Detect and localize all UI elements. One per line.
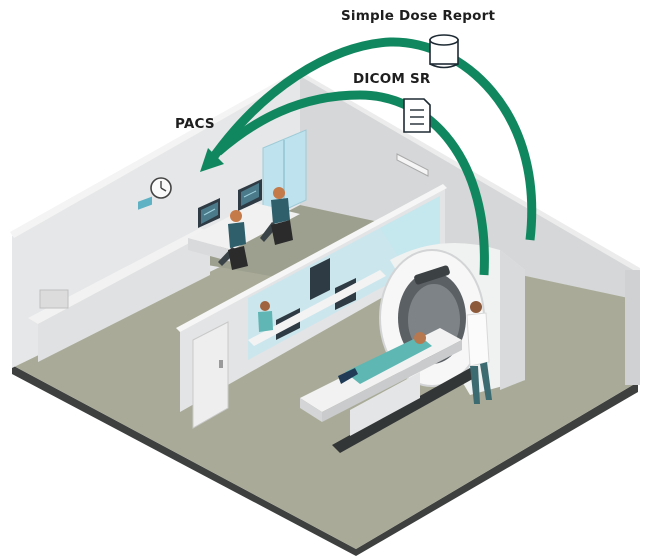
dicom-sr-arc xyxy=(215,90,489,276)
counter-tablet xyxy=(138,196,152,210)
partition-top xyxy=(176,184,447,332)
back-left-wall-top xyxy=(10,70,302,238)
simple-dose-report-label: Simple Dose Report xyxy=(341,8,496,24)
counter-device xyxy=(39,289,69,309)
monitor xyxy=(238,179,262,211)
operator-2 xyxy=(260,187,293,245)
arrowhead xyxy=(200,148,224,172)
console-monitors xyxy=(248,258,386,346)
door xyxy=(192,321,229,429)
patient xyxy=(338,332,432,384)
technician xyxy=(258,301,273,332)
database-icon xyxy=(429,34,459,69)
clock-icon xyxy=(150,177,172,199)
dose-report-arc xyxy=(206,37,537,241)
control-desk-front xyxy=(188,238,232,262)
vent xyxy=(396,153,429,177)
radiographer xyxy=(466,301,492,404)
monitor xyxy=(198,198,220,228)
dicom-sr-label: DICOM SR xyxy=(353,71,431,87)
document-icon xyxy=(403,98,431,133)
counter xyxy=(28,228,210,324)
floor-edge xyxy=(12,365,638,556)
right-wall-end xyxy=(625,270,640,385)
operator-1 xyxy=(218,210,248,270)
counter-front xyxy=(38,232,210,362)
pacs-label: PACS xyxy=(175,116,215,132)
